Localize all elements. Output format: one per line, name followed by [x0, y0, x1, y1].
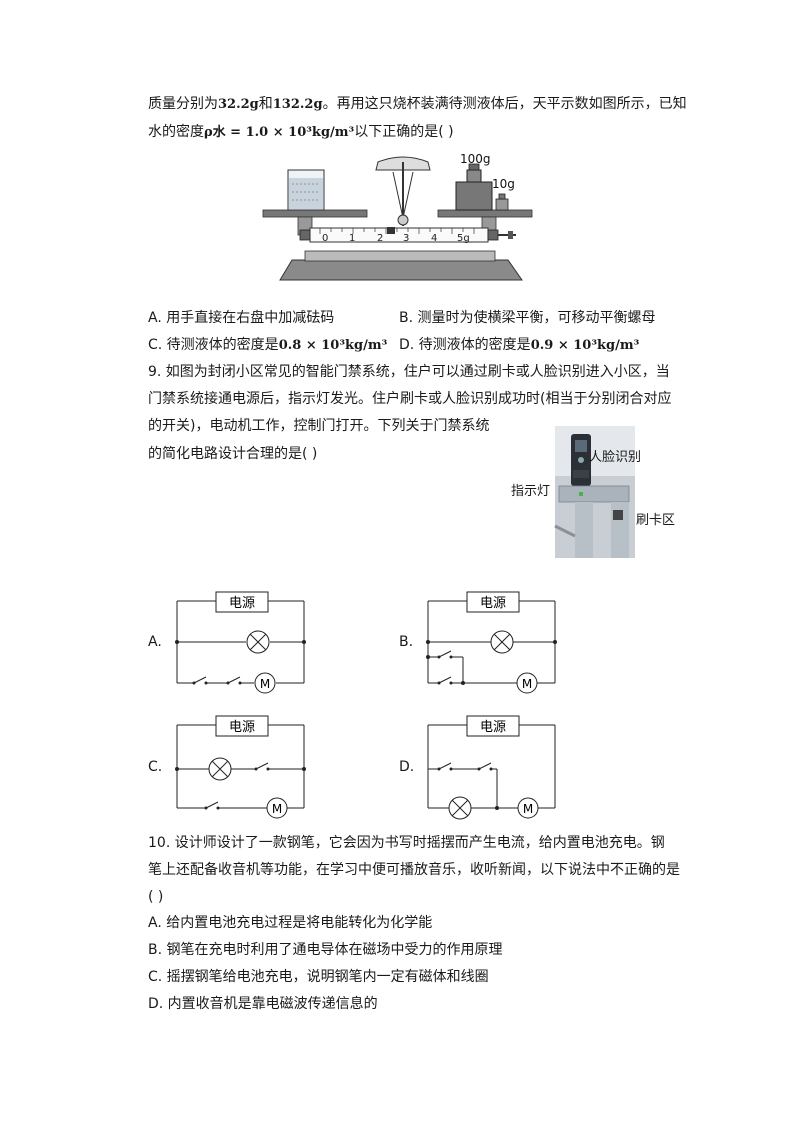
mass-value-1: 32.2g	[218, 97, 259, 112]
q10-stem-line2: 笔上还配备收音机等功能，在学习中便可播放音乐，收听新闻，以下说法中不正确的是	[148, 862, 680, 878]
card-area-label: 刷卡区	[636, 513, 676, 528]
scale-tick: 4	[431, 233, 437, 244]
motor-label: M	[522, 677, 532, 691]
scale-tick: 5g	[457, 233, 470, 244]
weight-10g-icon	[495, 198, 509, 211]
q10-option-b[interactable]: B. 钢笔在充电时利用了通电导体在磁场中受力的作用原理	[148, 942, 503, 958]
balance-figure: 0 1 2 3 4 5g 100g 10g	[262, 152, 533, 281]
rider-icon	[387, 227, 395, 234]
weight-10g-label: 10g	[492, 177, 515, 191]
power-label: 电源	[480, 596, 506, 611]
circuit-a: 电源 M	[175, 591, 306, 694]
motor-label: M	[272, 802, 282, 816]
motor-label: M	[260, 677, 270, 691]
q9-stem-line2: 门禁系统接通电源后，指示灯发光。住户刷卡或人脸识别成功时(相当于分别闭合对应	[148, 391, 672, 407]
q9-stem-line3: 的开关)，电动机工作，控制门打开。下列关于门禁系统	[148, 418, 490, 434]
face-recognition-label: 人脸识别	[589, 450, 642, 465]
q10-stem-line1: 10. 设计师设计了一款钢笔，它会因为书写时摇摆而产生电流，给内置电池充电。钢	[148, 835, 665, 851]
q8-option-c[interactable]: C. 待测液体的密度是0.8 × 10³kg/m³	[148, 337, 388, 353]
circuit-d-label[interactable]: D.	[399, 759, 415, 775]
scale-tick: 0	[322, 233, 328, 244]
q8-stem-line2: 水的密度ρ水 = 1.0 × 10³kg/m³以下正确的是( )	[148, 124, 454, 140]
weight-100g-icon	[455, 181, 493, 211]
weight-100g-label: 100g	[460, 152, 491, 166]
q9-stem-line1: 9. 如图为封闭小区常见的智能门禁系统，住户可以通过刷卡或人脸识别进入小区，当	[148, 364, 670, 380]
circuit-d: 电源 M	[427, 715, 556, 820]
q8-option-b[interactable]: B. 测量时为使横梁平衡，可移动平衡螺母	[399, 310, 656, 326]
scale-tick: 3	[403, 233, 409, 244]
scale-tick: 1	[349, 233, 355, 244]
circuit-c-label[interactable]: C.	[148, 759, 163, 775]
scale-tick: 2	[377, 233, 383, 244]
indicator-light-label: 指示灯	[511, 484, 551, 499]
q10-option-c[interactable]: C. 摇摆钢笔给电池充电，说明钢笔内一定有磁体和线圈	[148, 969, 489, 985]
circuit-b: 电源 M	[426, 591, 557, 694]
power-label: 电源	[480, 720, 506, 735]
circuit-a-label[interactable]: A.	[148, 634, 162, 650]
q9-stem-line4: 的简化电路设计合理的是( )	[148, 446, 318, 462]
circuit-b-label[interactable]: B.	[399, 634, 414, 650]
q8-option-a[interactable]: A. 用手直接在右盘中加减砝码	[148, 310, 335, 326]
power-label: 电源	[229, 596, 255, 611]
power-label: 电源	[229, 720, 255, 735]
access-gate-photo	[554, 426, 635, 558]
q10-option-a[interactable]: A. 给内置电池充电过程是将电能转化为化学能	[148, 915, 433, 931]
water-density: ρ水 = 1.0 × 10³kg/m³	[204, 125, 355, 140]
q10-option-d[interactable]: D. 内置收音机是靠电磁波传递信息的	[148, 996, 378, 1012]
q8-stem-line1: 质量分别为32.2g和132.2g。再用这只烧杯装满待测液体后，天平示数如图所示…	[148, 96, 687, 112]
q8-option-d[interactable]: D. 待测液体的密度是0.9 × 10³kg/m³	[399, 337, 640, 353]
circuit-c: 电源 M	[175, 715, 306, 819]
mass-value-2: 132.2g	[272, 97, 323, 112]
motor-label: M	[523, 802, 533, 816]
q10-stem-line3: ( )	[148, 889, 164, 905]
